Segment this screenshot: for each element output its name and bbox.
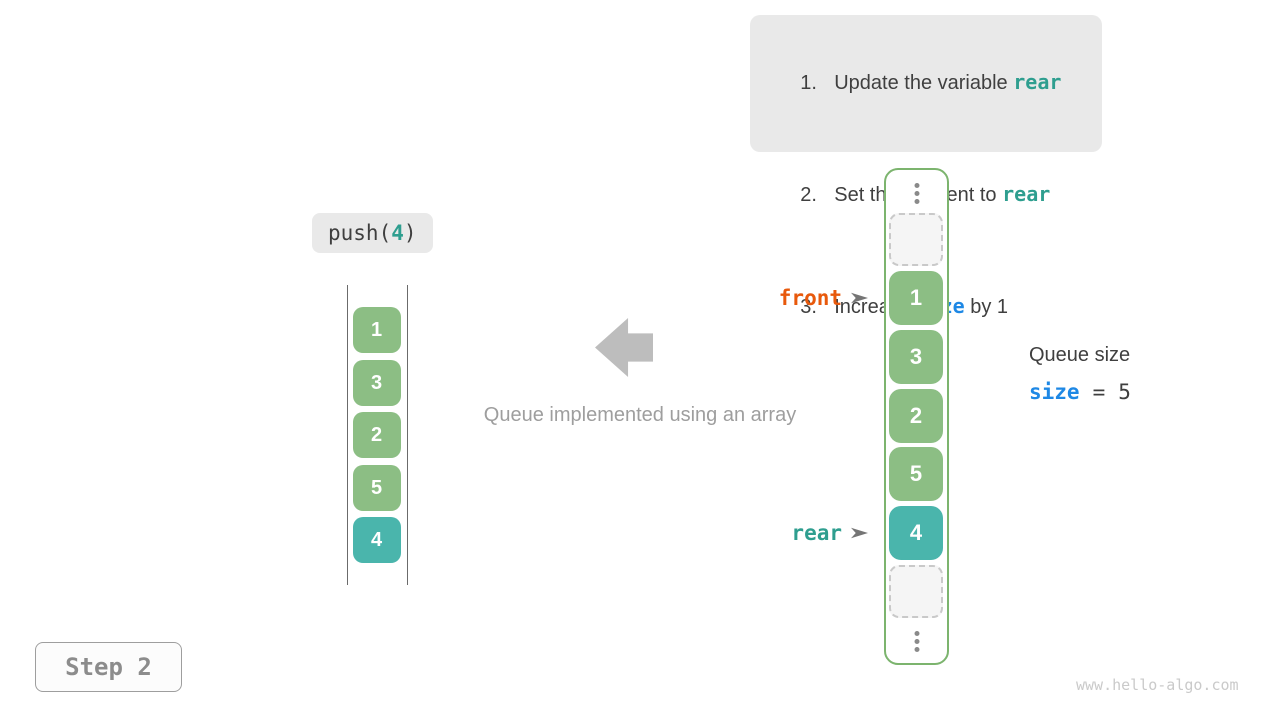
queue-stack: 1 3 2 5 4 xyxy=(347,285,408,585)
stack-cell: 3 xyxy=(352,360,401,406)
instruction-list: 1.Update the variable rear 2.Set the ele… xyxy=(750,15,1102,318)
pointer-arrow-icon xyxy=(851,292,868,304)
array-cell-highlight: 4 xyxy=(889,506,943,560)
code-token-rear: rear xyxy=(1013,70,1062,94)
front-pointer: front xyxy=(779,286,868,310)
code-token-rear: rear xyxy=(1002,182,1051,206)
ellipsis-icon xyxy=(914,631,919,652)
operation-argument: 4 xyxy=(391,221,404,245)
array-cell: 5 xyxy=(889,447,943,501)
array-cell: 1 xyxy=(889,271,943,325)
instruction-text: Update the variable xyxy=(834,72,1014,94)
list-number: 1. xyxy=(800,72,817,94)
array-cell: 2 xyxy=(889,389,943,443)
empty-slot xyxy=(889,213,943,266)
stack-cell-highlight: 4 xyxy=(352,517,401,563)
list-number: 2. xyxy=(800,184,817,206)
equals-sign: = xyxy=(1092,380,1106,404)
operation-badge: push(4) xyxy=(312,213,433,253)
list-number: 3. xyxy=(800,296,817,318)
diagram-caption: Queue implemented using an array xyxy=(483,404,797,426)
empty-slot xyxy=(889,565,943,618)
queue-size-annotation: Queue size size = 5 xyxy=(1029,344,1131,404)
rear-pointer-label: rear xyxy=(791,521,842,545)
queue-size-title: Queue size xyxy=(1029,344,1131,366)
stack-cell: 2 xyxy=(352,412,401,458)
rear-pointer: rear xyxy=(791,521,868,545)
ellipsis-icon xyxy=(914,183,919,204)
instruction-text: by 1 xyxy=(964,296,1009,318)
front-pointer-label: front xyxy=(778,286,842,310)
size-variable: size xyxy=(1029,380,1080,404)
operation-prefix: push( xyxy=(328,221,392,245)
pointer-arrow-icon xyxy=(851,527,868,539)
array-container: 1 3 2 5 4 xyxy=(884,168,949,665)
step-badge: Step 2 xyxy=(35,642,182,692)
left-block-arrow-icon xyxy=(595,318,653,377)
stack-cell: 5 xyxy=(352,465,401,511)
watermark: www.hello-algo.com xyxy=(1076,676,1239,694)
size-value: 5 xyxy=(1118,380,1131,404)
stack-cell: 1 xyxy=(352,307,401,353)
queue-size-expression: size = 5 xyxy=(1029,380,1131,404)
operation-suffix: ) xyxy=(403,221,417,245)
array-cell: 3 xyxy=(889,330,943,384)
instruction-item-1: 1. Update the variable rear xyxy=(778,27,1092,139)
